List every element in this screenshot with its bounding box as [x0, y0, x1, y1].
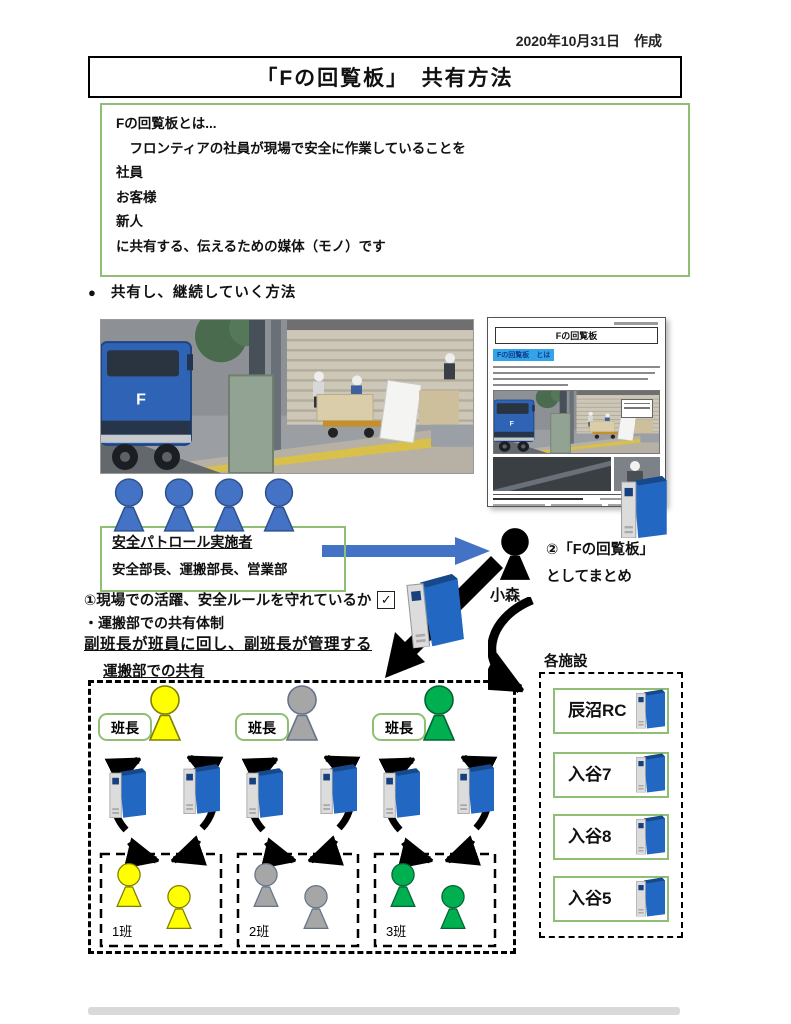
- minidoc-heading: Fの回覧板 とは: [493, 349, 555, 361]
- leader-label-box: [98, 713, 152, 741]
- binder-icon: [616, 476, 670, 538]
- minidoc-date-line: [493, 321, 660, 327]
- member-person-icon: [166, 884, 192, 930]
- leader-label-box: [372, 713, 426, 741]
- team-group-label: 1班: [112, 924, 132, 939]
- minidoc-text-line: [493, 383, 569, 386]
- facility-item: 辰沼RC: [553, 688, 669, 734]
- created-date: 2020年10月31日 作成: [515, 33, 662, 49]
- page-footer-bar: [88, 1007, 680, 1015]
- minidoc-text-line: [493, 365, 660, 368]
- facility-name: 辰沼RC: [568, 701, 627, 720]
- facility-name: 入谷8: [568, 827, 612, 846]
- member-person-icon: [390, 862, 416, 908]
- leader-person-icon: [286, 685, 318, 741]
- binder-icon: [635, 752, 665, 794]
- intro-box: Fの回覧板とは... フロンティアの社員が現場で安全に作業していることを 社員 …: [100, 103, 690, 277]
- team-members-box: [99, 852, 223, 948]
- section-heading-text: 共有し、継続していく方法: [110, 285, 297, 301]
- facility-item: 入谷8: [553, 814, 669, 860]
- patrol-title: 安全パトロール実施者: [112, 534, 253, 550]
- leader-person-icon: [423, 685, 455, 741]
- facility-item: 入谷5: [553, 876, 669, 922]
- minidoc-text-line: [493, 377, 649, 380]
- kairanban-document-thumbnail: Fの回覧板 Fの回覧板 とは: [487, 317, 666, 507]
- leader-person-icon: [149, 685, 181, 741]
- patrol-box: 安全パトロール実施者 安全部長、運搬部長、営業部: [100, 526, 346, 592]
- step2-note: ②「Fの回覧板」 としてまとめ: [546, 537, 654, 591]
- leader-label: 班長: [248, 720, 277, 736]
- member-person-icon: [253, 862, 279, 908]
- intro-line: に共有する、伝えるための媒体（モノ）です: [116, 238, 386, 254]
- minidoc-photo-strip: [493, 456, 660, 491]
- bullet-icon: ●: [88, 285, 97, 300]
- patrol-members-icons: [113, 478, 295, 532]
- leader-label: 班長: [111, 720, 140, 736]
- team-members-box: [236, 852, 360, 948]
- flow-arrow-right: [322, 537, 490, 565]
- facility-item: 入谷7: [553, 752, 669, 798]
- step1-text: ①現場での活躍、安全ルールを守れているか: [84, 593, 372, 609]
- minidoc-title: Fの回覧板: [495, 327, 658, 344]
- minidoc-text-line: [493, 371, 655, 374]
- intro-line: Fの回覧板とは...: [116, 116, 217, 131]
- team-2-diagram: 班長 2班: [235, 685, 369, 948]
- intro-line: お客様: [116, 189, 157, 205]
- binder-icon: [246, 768, 283, 818]
- transport-share-label: 運搬部での共有: [103, 664, 205, 680]
- page-title-box: 「Fの回覧板」 共有方法: [88, 56, 682, 98]
- binder-icon: [457, 764, 494, 814]
- member-person-icon: [440, 884, 466, 930]
- intro-line: フロンティアの社員が現場で安全に作業していることを: [116, 140, 466, 156]
- binder-icon: [320, 764, 357, 814]
- page-title: 「Fの回覧板」 共有方法: [256, 67, 514, 90]
- leader-label: 班長: [385, 720, 414, 736]
- minidoc-photo: [493, 389, 660, 454]
- intro-line: 新人: [116, 214, 143, 229]
- komori-label: 小森: [490, 587, 521, 604]
- person-icon: [113, 478, 145, 532]
- facility-name: 入谷5: [568, 889, 612, 908]
- team-members-box: [373, 852, 497, 948]
- intro-line: 社員: [116, 165, 143, 180]
- site-photo-image: [101, 320, 473, 473]
- person-icon: [213, 478, 245, 532]
- management-rule: 副班長が班員に回し、副班長が管理する: [84, 636, 373, 653]
- binder-icon: [635, 876, 665, 918]
- member-person-icon: [116, 862, 142, 908]
- binder-icon: [635, 814, 665, 856]
- team-1-diagram: 班長 1班: [98, 685, 232, 948]
- section-heading: ● 共有し、継続していく方法: [88, 281, 296, 302]
- patrol-members: 安全部長、運搬部長、営業部: [112, 562, 288, 577]
- checkbox-checked-icon: ✓: [377, 590, 396, 609]
- site-photo: [100, 319, 474, 474]
- facilities-box: 辰沼RC 入谷7 入谷8 入谷5: [539, 672, 683, 938]
- team-group-label: 2班: [249, 924, 269, 939]
- team-group-label: 3班: [386, 924, 406, 939]
- member-person-icon: [303, 884, 329, 930]
- transport-share-box: [88, 680, 516, 954]
- binder-icon: [183, 764, 220, 814]
- binder-icon: [635, 688, 665, 730]
- step2-line1: ②「Fの回覧板」: [546, 542, 655, 558]
- speech-bubble: [621, 398, 653, 418]
- person-icon: [163, 478, 195, 532]
- person-icon: [263, 478, 295, 532]
- facilities-label: 各施設: [544, 654, 588, 670]
- flow-arrow-curved: [488, 597, 534, 693]
- share-system-note: ・運搬部での共有体制: [84, 615, 224, 631]
- step2-line2: としてまとめ: [546, 569, 632, 585]
- binder-icon: [402, 573, 465, 648]
- facility-name: 入谷7: [568, 765, 612, 784]
- binder-icon: [109, 768, 146, 818]
- team-3-diagram: 班長 3班: [372, 685, 506, 948]
- leader-label-box: [235, 713, 289, 741]
- step1-note: ①現場での活躍、安全ルールを守れているか ✓: [84, 589, 396, 610]
- binder-icon: [383, 768, 420, 818]
- minidoc-closeup-photo: [493, 456, 611, 491]
